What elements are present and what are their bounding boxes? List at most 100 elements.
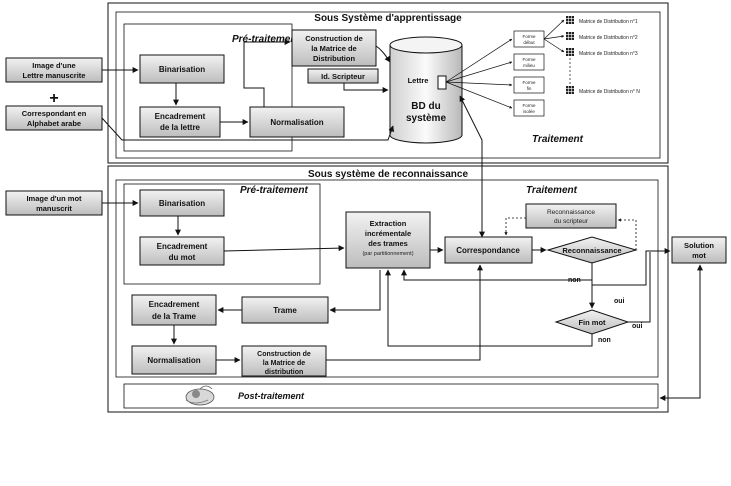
svg-text:du mot: du mot xyxy=(169,253,196,262)
grid-icon xyxy=(566,48,574,56)
grid-icon xyxy=(566,86,574,94)
reconnaissance-normalisation-box: Normalisation xyxy=(131,345,217,375)
svg-text:Fin mot: Fin mot xyxy=(578,318,606,327)
form-milieu-box: Forme milieu xyxy=(513,53,545,71)
svg-text:la Matrice de: la Matrice de xyxy=(311,44,356,53)
svg-text:Alphabet arabe: Alphabet arabe xyxy=(27,119,81,128)
svg-text:Forme: Forme xyxy=(522,57,535,62)
svg-text:Reconnaissance: Reconnaissance xyxy=(547,209,595,216)
matrice-n: Matrice de Distribution n° N xyxy=(566,86,640,95)
svg-text:des trames: des trames xyxy=(368,239,408,248)
svg-text:Matrice de Distribution n°1: Matrice de Distribution n°1 xyxy=(579,19,638,25)
reconnaissance-construction-box: Construction de la Matrice de distributi… xyxy=(241,345,327,377)
grid-icon xyxy=(566,32,574,40)
apprentissage-title: Sous Système d'apprentissage xyxy=(314,13,462,24)
oui-label-2: oui xyxy=(632,323,643,330)
apprentissage-traitement-label: Traitement xyxy=(532,134,584,145)
grid-icon xyxy=(566,16,574,24)
extraction-box: Extraction incrémentale des trames (par … xyxy=(345,211,431,269)
svg-text:Id. Scripteur: Id. Scripteur xyxy=(321,72,365,81)
svg-text:manuscrit: manuscrit xyxy=(36,204,72,213)
input-image-mot: Image d'un mot manuscrit xyxy=(5,190,103,216)
svg-text:du scripteur: du scripteur xyxy=(554,218,589,225)
form-debut-box: Forme début xyxy=(513,30,545,48)
svg-text:Correspondance: Correspondance xyxy=(456,246,520,255)
apprentissage-frame xyxy=(107,2,669,164)
svg-text:Matrice de Distribution n°3: Matrice de Distribution n°3 xyxy=(579,51,638,57)
form-fin-box: Forme fin xyxy=(513,76,545,94)
svg-text:Extraction: Extraction xyxy=(370,219,407,228)
non-label-2: non xyxy=(598,337,611,344)
reconnaissance-frame xyxy=(107,165,669,413)
reconnaissance-binarisation-box: Binarisation xyxy=(139,189,225,217)
reconnaissance-pretraitement-label: Pré-traitement xyxy=(240,185,308,196)
db-lettre-slot xyxy=(437,75,447,90)
svg-text:Lettre: Lettre xyxy=(408,76,429,85)
svg-text:distribution: distribution xyxy=(265,369,304,376)
svg-text:Normalisation: Normalisation xyxy=(270,118,323,127)
post-traitement-frame xyxy=(123,383,659,409)
post-traitement-label: Post-traitement xyxy=(238,391,305,401)
svg-text:Forme: Forme xyxy=(522,34,535,39)
svg-text:(par partitionnement): (par partitionnement) xyxy=(362,251,413,257)
apprentissage-connectors xyxy=(101,19,571,141)
svg-text:Normalisation: Normalisation xyxy=(147,356,200,365)
form-isolee-box: Forme isolée xyxy=(513,99,545,117)
apprentissage-pretraitement-frame xyxy=(123,23,293,152)
reconnaissance-decision: Reconnaissance xyxy=(546,236,638,264)
svg-text:de la lettre: de la lettre xyxy=(160,123,201,132)
svg-text:isolée: isolée xyxy=(523,109,535,114)
encadrement-mot-box: Encadrement du mot xyxy=(139,236,225,266)
post-traitement-illustration-icon xyxy=(185,385,215,406)
id-scripteur-box: Id. Scripteur xyxy=(307,68,379,84)
input-correspondant-alphabet: Correspondant en Alphabet arabe xyxy=(5,105,103,131)
svg-text:Construction de: Construction de xyxy=(257,351,311,358)
svg-text:Binarisation: Binarisation xyxy=(159,199,205,208)
encadrement-trame-box: Encadrement de la Trame xyxy=(131,294,217,326)
plus-sign: + xyxy=(49,90,58,107)
svg-text:Solution: Solution xyxy=(684,241,714,250)
oui-label-1: oui xyxy=(614,298,625,305)
svg-text:milieu: milieu xyxy=(523,63,535,68)
svg-text:Image d'une: Image d'une xyxy=(32,61,75,70)
svg-text:BD du: BD du xyxy=(411,101,440,112)
fin-mot-decision: Fin mot xyxy=(554,309,630,335)
input-image-lettre: Image d'une Lettre manuscrite xyxy=(5,57,103,83)
reconnaissance-connectors xyxy=(102,95,703,401)
svg-text:Correspondant en: Correspondant en xyxy=(22,109,87,118)
svg-text:Trame: Trame xyxy=(273,306,297,315)
reconnaissance-traitement-label: Traitement xyxy=(526,185,578,196)
reconnaissance-pretraitement-frame xyxy=(123,183,321,285)
database-cylinder: Lettre BD du système xyxy=(389,36,463,144)
svg-text:début: début xyxy=(523,40,535,45)
svg-text:mot: mot xyxy=(692,251,706,260)
matrice-2: Matrice de Distribution n°2 xyxy=(566,32,638,41)
apprentissage-normalisation-box: Normalisation xyxy=(249,106,345,138)
svg-text:Binarisation: Binarisation xyxy=(159,65,205,74)
apprentissage-pretraitement-label: Pré-traitement xyxy=(232,34,300,45)
svg-text:Construction de: Construction de xyxy=(305,34,363,43)
reconnaissance-title: Sous système de reconnaissance xyxy=(308,169,469,180)
svg-text:Lettre manuscrite: Lettre manuscrite xyxy=(23,71,86,80)
svg-text:Matrice de Distribution n°2: Matrice de Distribution n°2 xyxy=(579,35,638,41)
svg-text:système: système xyxy=(406,113,446,124)
svg-text:incrémentale: incrémentale xyxy=(365,229,411,238)
svg-text:fin: fin xyxy=(527,86,532,91)
correspondance-box: Correspondance xyxy=(444,236,533,264)
apprentissage-encadrement-box: Encadrement de la lettre xyxy=(139,106,221,138)
reconnaissance-scripteur-box: Reconnaissance du scripteur xyxy=(525,203,617,229)
svg-text:Encadrement: Encadrement xyxy=(157,242,208,251)
svg-text:Image d'un mot: Image d'un mot xyxy=(26,194,82,203)
svg-text:Encadrement: Encadrement xyxy=(149,300,200,309)
svg-text:Forme: Forme xyxy=(522,80,535,85)
svg-text:Reconnaissance: Reconnaissance xyxy=(562,246,621,255)
svg-text:Distribution: Distribution xyxy=(313,54,355,63)
svg-text:Matrice de Distribution n° N: Matrice de Distribution n° N xyxy=(579,89,640,95)
apprentissage-construction-box: Construction de la Matrice de Distributi… xyxy=(291,29,377,67)
solution-mot-box: Solution mot xyxy=(671,236,727,264)
trame-box: Trame xyxy=(241,296,329,324)
matrice-3: Matrice de Distribution n°3 xyxy=(566,48,638,57)
matrice-1: Matrice de Distribution n°1 xyxy=(566,16,638,25)
svg-text:Forme: Forme xyxy=(522,103,535,108)
